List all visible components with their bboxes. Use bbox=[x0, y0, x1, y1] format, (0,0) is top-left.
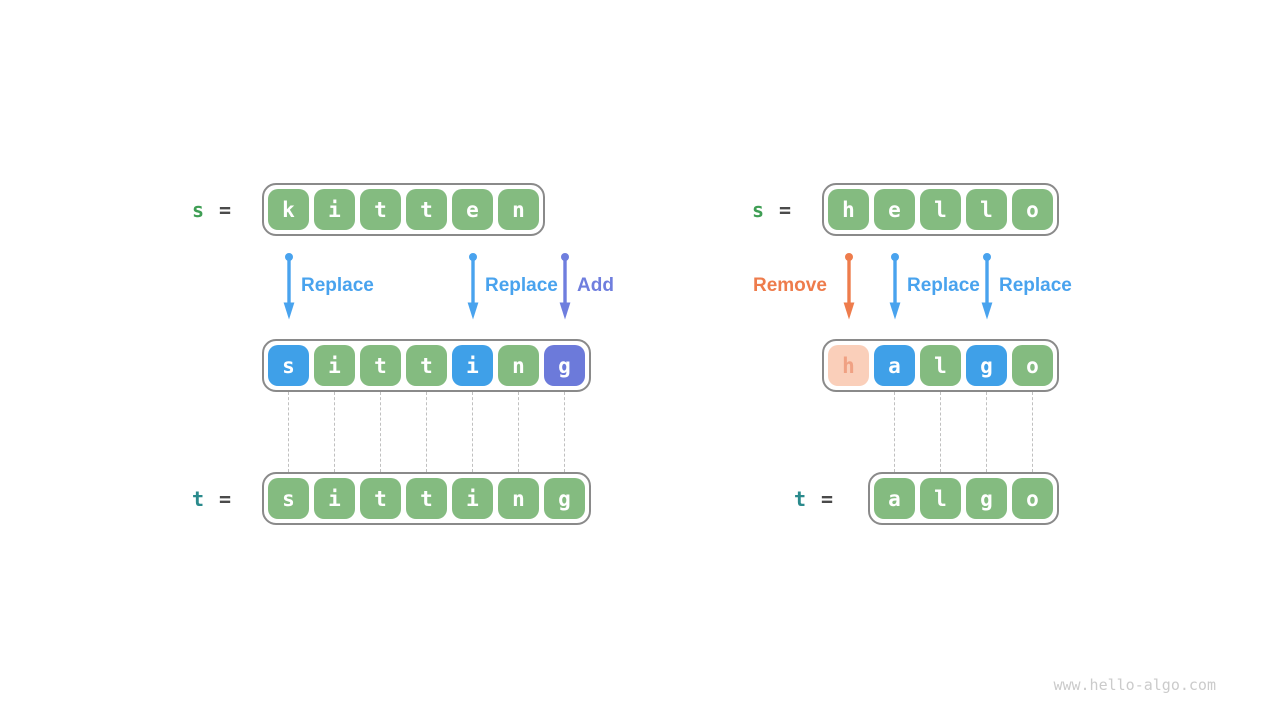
operation-label-replace: Replace bbox=[301, 275, 374, 296]
remove-down-arrow-icon bbox=[842, 253, 856, 320]
char-cell: a bbox=[874, 478, 915, 519]
add-down-arrow-icon bbox=[558, 253, 572, 320]
char-cell: o bbox=[1012, 189, 1053, 230]
var-s: s bbox=[192, 198, 205, 222]
alignment-dashed-line bbox=[940, 392, 941, 472]
char-cell: k bbox=[268, 189, 309, 230]
char-cell: n bbox=[498, 189, 539, 230]
char-cell: s bbox=[268, 478, 309, 519]
char-cell: l bbox=[920, 478, 961, 519]
equals-sign: = bbox=[779, 198, 792, 222]
s-variable-label: s = bbox=[192, 197, 231, 223]
char-cell: h bbox=[828, 189, 869, 230]
t-variable-label: t = bbox=[794, 486, 833, 512]
char-cell: l bbox=[920, 345, 961, 386]
char-cell: n bbox=[498, 345, 539, 386]
char-cell: g bbox=[544, 478, 585, 519]
s-variable-label: s = bbox=[752, 197, 791, 223]
equals-sign: = bbox=[219, 487, 232, 511]
char-cell: i bbox=[314, 478, 355, 519]
var-t: t bbox=[794, 487, 807, 511]
char-cell: t bbox=[406, 478, 447, 519]
alignment-dashed-line bbox=[334, 392, 335, 472]
alignment-dashed-line bbox=[518, 392, 519, 472]
var-t: t bbox=[192, 487, 205, 511]
replace-down-arrow-icon bbox=[980, 253, 994, 320]
char-cell: h bbox=[828, 345, 869, 386]
char-cell: g bbox=[966, 345, 1007, 386]
operation-label-remove: Remove bbox=[753, 275, 827, 296]
char-cell: s bbox=[268, 345, 309, 386]
char-cell: e bbox=[452, 189, 493, 230]
char-cell: i bbox=[452, 345, 493, 386]
alignment-dashed-line bbox=[1032, 392, 1033, 472]
char-cell: a bbox=[874, 345, 915, 386]
char-cell: i bbox=[314, 189, 355, 230]
operation-label-replace: Replace bbox=[485, 275, 558, 296]
char-cell: n bbox=[498, 478, 539, 519]
equals-sign: = bbox=[821, 487, 834, 511]
watermark: www.hello-algo.com bbox=[1053, 676, 1216, 694]
char-cell: l bbox=[966, 189, 1007, 230]
operation-label-add: Add bbox=[577, 275, 614, 296]
var-s: s bbox=[752, 198, 765, 222]
char-cell: t bbox=[360, 478, 401, 519]
char-cell: t bbox=[360, 189, 401, 230]
char-cell: g bbox=[966, 478, 1007, 519]
equals-sign: = bbox=[219, 198, 232, 222]
char-cell: g bbox=[544, 345, 585, 386]
alignment-dashed-line bbox=[426, 392, 427, 472]
alignment-dashed-line bbox=[894, 392, 895, 472]
alignment-dashed-line bbox=[472, 392, 473, 472]
operation-label-replace: Replace bbox=[907, 275, 980, 296]
char-cell: t bbox=[406, 345, 447, 386]
alignment-dashed-line bbox=[564, 392, 565, 472]
alignment-dashed-line bbox=[986, 392, 987, 472]
char-cell: o bbox=[1012, 345, 1053, 386]
alignment-dashed-line bbox=[288, 392, 289, 472]
t-variable-label: t = bbox=[192, 486, 231, 512]
operation-label-replace: Replace bbox=[999, 275, 1072, 296]
char-cell: o bbox=[1012, 478, 1053, 519]
replace-down-arrow-icon bbox=[888, 253, 902, 320]
char-cell: t bbox=[406, 189, 447, 230]
char-cell: i bbox=[314, 345, 355, 386]
char-cell: i bbox=[452, 478, 493, 519]
replace-down-arrow-icon bbox=[466, 253, 480, 320]
replace-down-arrow-icon bbox=[282, 253, 296, 320]
char-cell: l bbox=[920, 189, 961, 230]
char-cell: e bbox=[874, 189, 915, 230]
char-cell: t bbox=[360, 345, 401, 386]
alignment-dashed-line bbox=[380, 392, 381, 472]
